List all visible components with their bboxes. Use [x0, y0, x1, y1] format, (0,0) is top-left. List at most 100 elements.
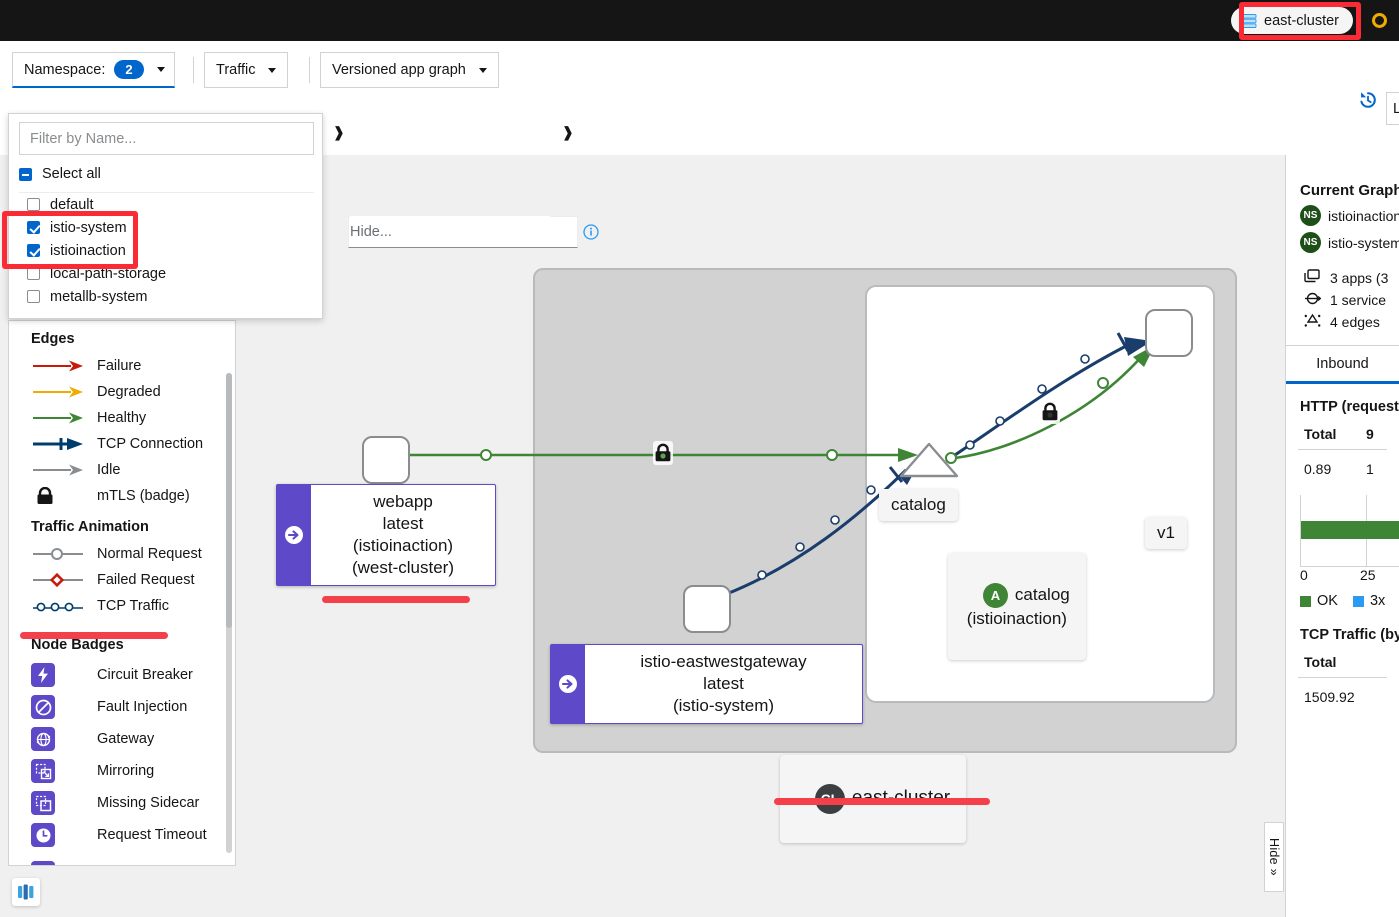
namespace-select-all[interactable]: Select all	[19, 163, 314, 193]
arrow-grey-icon	[31, 463, 97, 477]
user-avatar-icon[interactable]	[1372, 13, 1387, 28]
traffic-select[interactable]: Traffic	[204, 52, 289, 88]
chart-axis-bottom	[1300, 566, 1399, 567]
legend-item-failed-request: Failed Request	[9, 567, 235, 593]
namespace-checkbox-metallb-system[interactable]	[27, 290, 40, 303]
tab-inbound[interactable]: Inbound	[1286, 356, 1399, 384]
legend-scrollbar-thumb[interactable]	[226, 373, 232, 628]
legend-label-healthy: Healthy	[97, 410, 147, 426]
kiali-icon	[18, 884, 34, 900]
app-badge-icon: A	[982, 583, 1008, 608]
node-label-webapp[interactable]: webapp latest (istioinaction) (west-clus…	[276, 484, 496, 586]
side-panel-hide-label: Hide »	[1267, 838, 1281, 876]
service-icon	[1304, 291, 1322, 309]
http-val-pct: 1	[1366, 461, 1374, 477]
namespace-item-istio-system[interactable]: istio-system	[9, 216, 322, 239]
legend-section-title-traffic-animation: Traffic Animation	[31, 519, 149, 535]
namespace-filter-input[interactable]: Filter by Name...	[19, 122, 314, 155]
legend-label-failure: Failure	[97, 358, 142, 374]
clock-icon	[31, 823, 97, 847]
legend-item-idle: Idle	[9, 457, 235, 483]
namespace-checkbox-istio-system[interactable]	[27, 221, 40, 234]
annotation-underline-webapp-node	[322, 596, 470, 603]
side-panel-namespace-label-0: istioinaction	[1328, 207, 1399, 224]
arrow-green-icon	[31, 411, 97, 425]
namespace-checkbox-local-path-storage[interactable]	[27, 267, 40, 280]
side-panel-hide-toggle[interactable]: Hide »	[1264, 822, 1284, 892]
legend-item-partial	[9, 851, 235, 865]
database-icon	[1241, 13, 1257, 29]
graph-type-select[interactable]: Versioned app graph	[320, 52, 499, 88]
chevron-down-icon-traffic	[268, 67, 277, 73]
legend-item-gateway: Gateway	[9, 723, 235, 755]
namespace-item-istioinaction[interactable]: istioinaction	[9, 239, 322, 262]
select-all-checkbox[interactable]	[19, 167, 32, 181]
chevron-down-icon-display[interactable]: ❱	[333, 124, 345, 140]
legend-label-mtls: mTLS (badge)	[97, 488, 190, 504]
namespace-label-local-path-storage: local-path-storage	[50, 265, 167, 282]
toolbar-divider-1	[193, 57, 194, 83]
namespace-item-local-path-storage[interactable]: local-path-storage	[9, 262, 322, 285]
namespace-list: default istio-system istioinaction local…	[9, 193, 322, 308]
namespace-select-label: Namespace:	[24, 61, 106, 78]
kiali-logo-button[interactable]	[12, 878, 40, 906]
gateway-arrow-icon-eastwestgateway	[551, 645, 585, 723]
legend-label-request-timeout: Request Timeout	[97, 827, 207, 843]
apps-icon	[1304, 269, 1321, 287]
legend-item-healthy: Healthy	[9, 405, 235, 431]
side-panel-namespace-label-1: istio-system	[1328, 234, 1399, 251]
globe-arrows-icon	[31, 727, 97, 751]
mtls-lock-badge-webapp-edge	[653, 441, 673, 465]
tcp-table-header: Total	[1286, 643, 1399, 670]
animation-diamond-icon	[31, 572, 97, 588]
last-time-range-button[interactable]: La	[1386, 92, 1399, 125]
node-label-catalog-v1[interactable]: v1	[1145, 517, 1187, 549]
hide-input[interactable]: Hide...	[350, 216, 550, 248]
chart-xtick-25: 25	[1360, 567, 1376, 583]
chevron-down-icon-hide[interactable]: ❱	[562, 124, 574, 140]
node-label-webapp-text: webapp latest (istioinaction) (west-clus…	[351, 492, 454, 577]
namespace-count-badge: 2	[114, 60, 144, 79]
legend-label-tcp-traffic: TCP Traffic	[97, 598, 169, 614]
annotation-underline-tcp-traffic	[20, 632, 168, 639]
node-label-eastwestgateway[interactable]: istio-eastwestgateway latest (istio-syst…	[550, 644, 863, 724]
http-table-rule	[1298, 449, 1387, 450]
animation-tcp-icon	[31, 598, 97, 614]
namespace-label-istioinaction: istioinaction	[50, 242, 126, 259]
tcp-table-rule	[1298, 677, 1387, 678]
namespace-item-default[interactable]: default	[9, 193, 322, 216]
chart-legend: OK 3x	[1286, 587, 1399, 609]
http-col-total: Total	[1304, 426, 1337, 442]
cluster-chip[interactable]: east-cluster	[1231, 7, 1353, 34]
namespace-checkbox-default[interactable]	[27, 198, 40, 211]
chevron-down-icon-namespace	[156, 67, 165, 72]
namespace-item-metallb-system[interactable]: metallb-system	[9, 285, 322, 308]
tcp-table-row: 1509.92	[1286, 678, 1399, 705]
legend-label-gateway: Gateway	[97, 731, 155, 747]
traffic-select-label: Traffic	[216, 62, 256, 78]
side-panel-divider	[1286, 345, 1399, 346]
select-all-label: Select all	[42, 166, 101, 182]
annotation-underline-east-cluster-label	[774, 798, 990, 805]
node-label-catalog-service[interactable]: catalog	[879, 489, 958, 521]
legend-label-normal-request: Normal Request	[97, 546, 202, 562]
chart-legend-swatch-3x	[1352, 595, 1364, 607]
namespace-label-default: default	[50, 196, 94, 213]
ban-icon	[31, 695, 97, 719]
namespace-label-istio-system: istio-system	[50, 219, 127, 236]
side-panel-stat-edges-label: 4 edges	[1330, 314, 1380, 330]
namespace-badge-icon-2: NS	[1300, 232, 1321, 253]
namespace-checkbox-istioinaction[interactable]	[27, 244, 40, 257]
gateway-arrow-icon-webapp	[277, 485, 311, 585]
info-circle-icon[interactable]	[583, 224, 599, 240]
side-panel-stat-apps-label: 3 apps (3	[1330, 270, 1389, 286]
legend-item-fault-injection: Fault Injection	[9, 691, 235, 723]
http-val-total: 0.89	[1304, 461, 1332, 477]
node-shape-catalog-service	[899, 442, 959, 478]
namespace-select[interactable]: Namespace: 2	[12, 52, 175, 88]
replay-history-icon[interactable]	[1357, 89, 1379, 111]
side-panel-stat-apps: 3 apps (3	[1286, 265, 1399, 287]
legend-scrollbar[interactable]	[226, 373, 232, 853]
arrow-red-icon	[31, 359, 97, 373]
